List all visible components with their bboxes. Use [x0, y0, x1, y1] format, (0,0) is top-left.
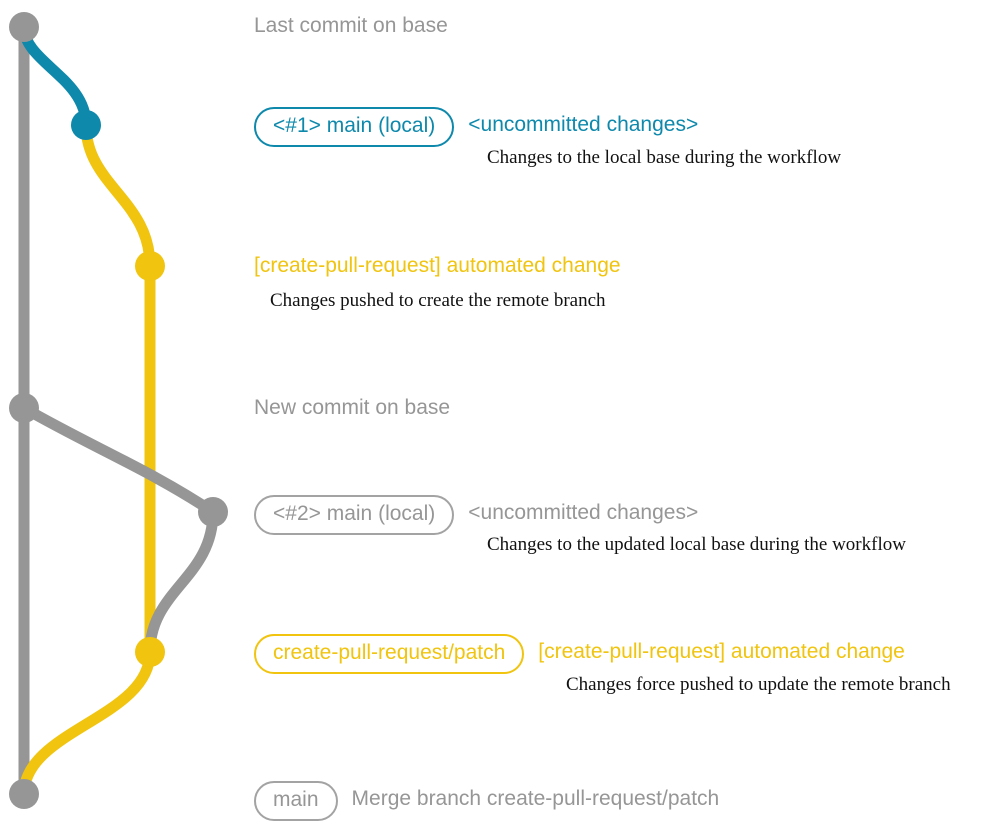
commit-note-automated-change-2: Changes force pushed to update the remot… — [566, 674, 951, 695]
commit-node-new-commit-on-base — [9, 393, 39, 423]
commit-subject-last-commit-on-base: Last commit on base — [254, 14, 448, 37]
ref-badge-create-pull-request-patch[interactable]: create-pull-request/patch — [254, 634, 525, 675]
commit-subject-merge-commit: Merge branch create-pull-request/patch — [351, 787, 720, 810]
commit-node-merge-commit — [9, 779, 39, 809]
commit-row-local-2: <#2> main (local) <uncommitted changes> — [254, 495, 699, 536]
patch-merge-line — [18, 646, 156, 800]
local-to-patch-line — [144, 506, 219, 658]
commit-subject-local-2: <uncommitted changes> — [468, 501, 699, 524]
local-branch-line-2 — [18, 402, 219, 518]
commit-subject-automated-change-2: [create-pull-request] automated change — [538, 640, 905, 663]
commit-node-last-commit-on-base — [9, 12, 39, 42]
commit-node-local-1 — [71, 110, 101, 140]
ref-badge-main[interactable]: main — [254, 781, 338, 822]
commit-subject-local-1: <uncommitted changes> — [468, 113, 699, 136]
commit-note-local-2: Changes to the updated local base during… — [487, 534, 906, 555]
commit-row-merge-commit: main Merge branch create-pull-request/pa… — [254, 781, 720, 822]
ref-badge-main-local-2[interactable]: <#2> main (local) — [254, 495, 455, 536]
ref-badge-main-local-1[interactable]: <#1> main (local) — [254, 107, 455, 148]
commit-note-automated-change-1: Changes pushed to create the remote bran… — [270, 290, 606, 311]
commit-note-local-1: Changes to the local base during the wor… — [487, 147, 842, 168]
commit-node-local-2 — [198, 497, 228, 527]
commit-row-local-1: <#1> main (local) <uncommitted changes> — [254, 107, 699, 148]
commit-row-automated-change-2: create-pull-request/patch [create-pull-r… — [254, 634, 905, 675]
commit-node-automated-change-2 — [135, 637, 165, 667]
commit-node-automated-change-1 — [135, 251, 165, 281]
patch-branch-line-1 — [80, 119, 156, 272]
commit-subject-new-commit-on-base: New commit on base — [254, 396, 451, 419]
local-branch-line — [18, 21, 92, 131]
commit-subject-automated-change-1: [create-pull-request] automated change — [254, 254, 621, 277]
